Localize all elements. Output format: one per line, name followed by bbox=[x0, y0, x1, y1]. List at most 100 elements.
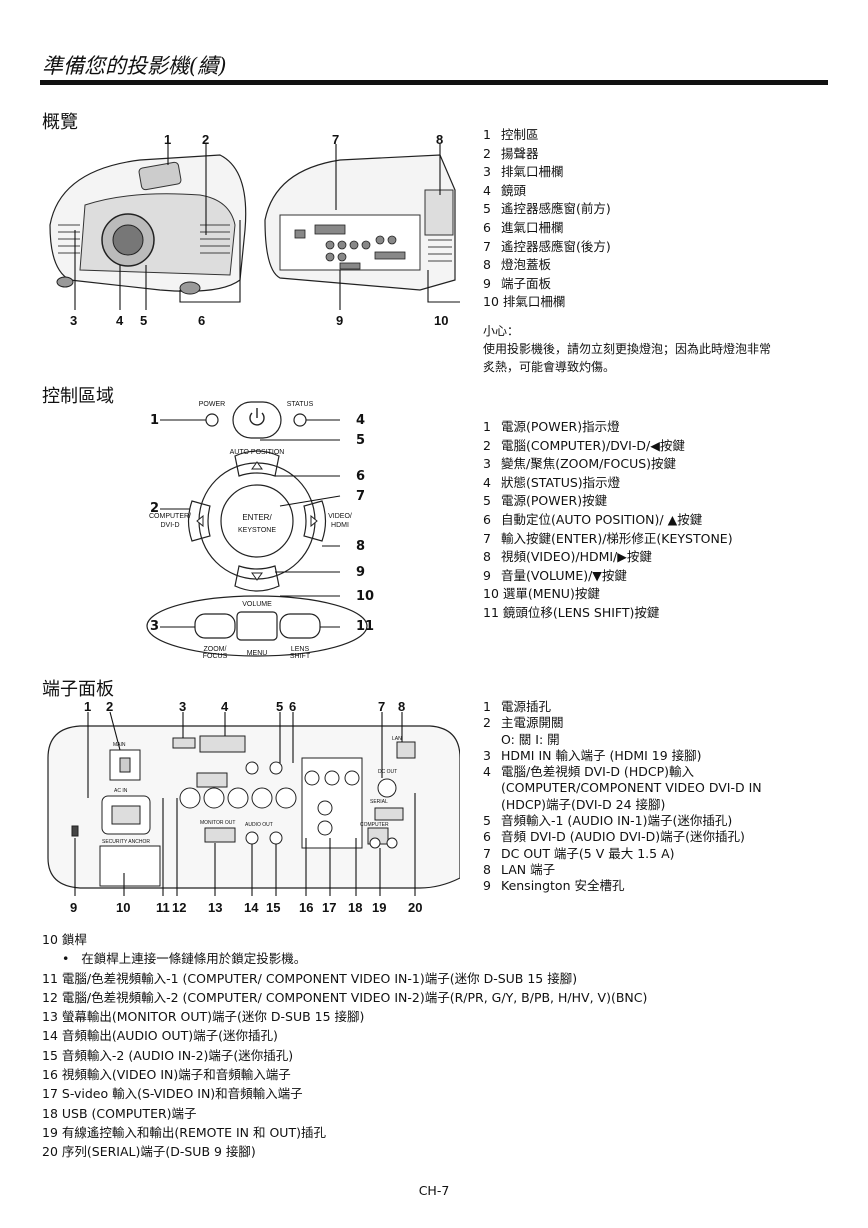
panel-label-ac-in: AC IN bbox=[114, 788, 128, 794]
label-shift: SHIFT bbox=[290, 653, 311, 660]
overview-callout-9: 9 bbox=[336, 313, 343, 328]
overview-callout-1: 1 bbox=[164, 132, 171, 147]
list-item: 17 S-video 輸入(S-VIDEO IN)和音頻輸入端子 bbox=[42, 1086, 303, 1102]
label-lens: LENS bbox=[291, 646, 310, 653]
terminal-callout-10: 10 bbox=[116, 900, 130, 915]
list-item: 14 音頻輸出(AUDIO OUT)端子(迷你插孔) bbox=[42, 1028, 278, 1044]
list-item: O: 關 I: 開 bbox=[501, 731, 560, 747]
panel-label-serial: SERIAL bbox=[370, 799, 388, 805]
terminal-callout-19: 19 bbox=[372, 900, 386, 915]
page-title: 準備您的投影機(續) bbox=[42, 54, 227, 78]
header-rule bbox=[40, 80, 828, 85]
label-hdmi: HDMI bbox=[331, 522, 349, 529]
terminal-callout-15: 15 bbox=[266, 900, 280, 915]
panel-label-main: MAIN bbox=[113, 742, 126, 748]
terminal-callout-20: 20 bbox=[408, 900, 422, 915]
label-menu: MENU bbox=[247, 650, 268, 657]
list-item: 19 有線遙控輸入和輸出(REMOTE IN 和 OUT)插孔 bbox=[42, 1124, 326, 1140]
list-item: 13 螢幕輸出(MONITOR OUT)端子(迷你 D-SUB 15 接腳) bbox=[42, 1009, 365, 1025]
terminal-callout-11: 11 bbox=[156, 900, 170, 915]
terminal-callout-17: 17 bbox=[322, 900, 336, 915]
caution-note: 小心： 使用投影機後，請勿立刻更換燈泡；因為此時燈泡非常 炙熱，可能會導致灼傷。 bbox=[483, 322, 771, 376]
label-keystone: KEYSTONE bbox=[238, 527, 276, 534]
terminal-callout-13: 13 bbox=[208, 900, 222, 915]
list-item: 18 USB (COMPUTER)端子 bbox=[42, 1105, 197, 1121]
label-status: STATUS bbox=[287, 401, 314, 408]
list-item: 15 音頻輸入-2 (AUDIO IN-2)端子(迷你插孔) bbox=[42, 1047, 294, 1063]
terminal-callout-7: 7 bbox=[378, 699, 385, 714]
caution-line-2: 炙熱，可能會導致灼傷。 bbox=[483, 360, 616, 374]
list-item: (HDCP)端子(DVI-D 24 接腳) bbox=[501, 796, 666, 812]
list-item: • 在鎖桿上連接一條鏈條用於鎖定投影機。 bbox=[62, 951, 307, 967]
overview-callout-6: 6 bbox=[198, 313, 205, 328]
terminal-callout-12: 12 bbox=[172, 900, 186, 915]
terminal-callout-14: 14 bbox=[244, 900, 259, 915]
terminal-callout-16: 16 bbox=[299, 900, 313, 915]
terminal-heading: 端子面板 bbox=[42, 679, 114, 700]
terminal-callout-1: 1 bbox=[84, 699, 91, 714]
list-item: 10 鎖桿 bbox=[42, 932, 87, 947]
panel-label-computer: COMPUTER bbox=[360, 822, 389, 828]
list-item: 16 視頻輸入(VIDEO IN)端子和音頻輸入端子 bbox=[42, 1067, 291, 1083]
projector-front-drawing bbox=[49, 154, 247, 295]
terminal-callout-4: 4 bbox=[221, 699, 229, 714]
list-item: (COMPUTER/COMPONENT VIDEO DVI-D IN bbox=[501, 780, 762, 796]
overview-callout-2: 2 bbox=[202, 132, 209, 147]
terminal-callout-8: 8 bbox=[398, 699, 405, 714]
terminal-callout-5: 5 bbox=[276, 699, 283, 714]
terminal-callout-3: 3 bbox=[179, 699, 186, 714]
list-item: 12 電腦/色差視頻輸入-2 (COMPUTER/ COMPONENT VIDE… bbox=[42, 989, 648, 1005]
overview-heading: 概覽 bbox=[42, 112, 78, 133]
projector-back-drawing bbox=[264, 154, 456, 291]
terminal-callout-18: 18 bbox=[348, 900, 362, 915]
list-item: 10 排氣口柵欄 bbox=[483, 294, 566, 310]
overview-callout-3: 3 bbox=[70, 313, 77, 328]
terminal-panel-illustration: MAIN AC IN SECURITY ANCHOR MONITOR OUT L… bbox=[47, 699, 460, 915]
label-auto-position: AUTO POSITION bbox=[230, 449, 285, 456]
label-zoom: ZOOM/ bbox=[204, 646, 227, 653]
panel-label-dc-out: DC OUT bbox=[378, 769, 397, 775]
list-item: 11 電腦/色差視頻輸入-1 (COMPUTER/ COMPONENT VIDE… bbox=[42, 970, 578, 986]
label-enter: ENTER/ bbox=[242, 513, 272, 522]
label-video: VIDEO/ bbox=[328, 513, 352, 520]
panel-label-monitor-out: MONITOR OUT bbox=[200, 820, 235, 826]
bullet-icon: • bbox=[62, 951, 82, 967]
overview-callout-8: 8 bbox=[436, 132, 443, 147]
terminal-callout-2: 2 bbox=[106, 699, 113, 714]
panel-label-lan: LAN bbox=[392, 736, 402, 742]
list-item: 10 選單(MENU)按鍵 bbox=[483, 586, 600, 602]
label-computer: COMPUTER/ bbox=[149, 513, 191, 520]
list-item: 20 序列(SERIAL)端子(D-SUB 9 接腳) bbox=[42, 1144, 256, 1160]
terminal-legend-continued: 10 鎖桿 • 在鎖桿上連接一條鏈條用於鎖定投影機。 11 電腦/色差視頻輸入-… bbox=[42, 930, 647, 1162]
label-power: POWER bbox=[199, 401, 225, 408]
terminal-callout-9: 9 bbox=[70, 900, 77, 915]
